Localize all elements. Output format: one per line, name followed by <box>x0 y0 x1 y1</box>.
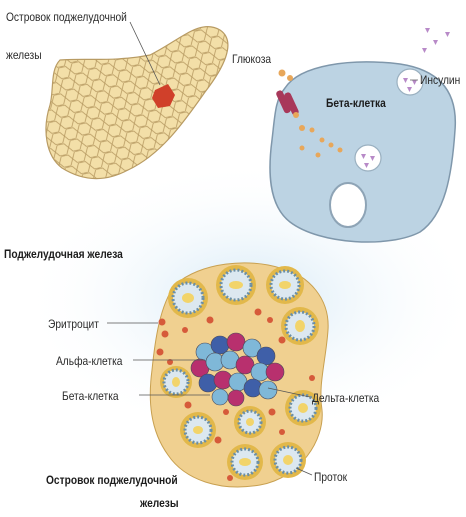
pancreas-organ <box>46 27 228 179</box>
nucleus <box>330 183 366 227</box>
label-beta-cell-title: Бета-клетка <box>326 96 386 110</box>
label-insulin: Инсулин <box>420 73 460 87</box>
label-alpha-cell: Альфа-клетка <box>56 354 122 368</box>
label-islet-bottom-line1: Островок поджелудочной <box>46 473 178 487</box>
label-delta-cell: Дельта-клетка <box>312 391 379 405</box>
label-islet-bottom-line2: железы <box>140 496 179 510</box>
beta-cell-diagram <box>270 62 455 242</box>
insulin-vesicle <box>355 145 381 171</box>
label-duct: Проток <box>314 470 347 484</box>
label-islet-top-line1: Островок поджелудочной <box>6 10 127 24</box>
label-beta-cell: Бета-клетка <box>62 389 119 403</box>
label-glucose: Глюкоза <box>232 52 271 66</box>
label-pancreas: Поджелудочная железа <box>4 247 123 261</box>
label-islet-top-line2: железы <box>6 48 42 62</box>
label-erythrocyte: Эритроцит <box>48 317 99 331</box>
released-insulin <box>422 28 450 53</box>
